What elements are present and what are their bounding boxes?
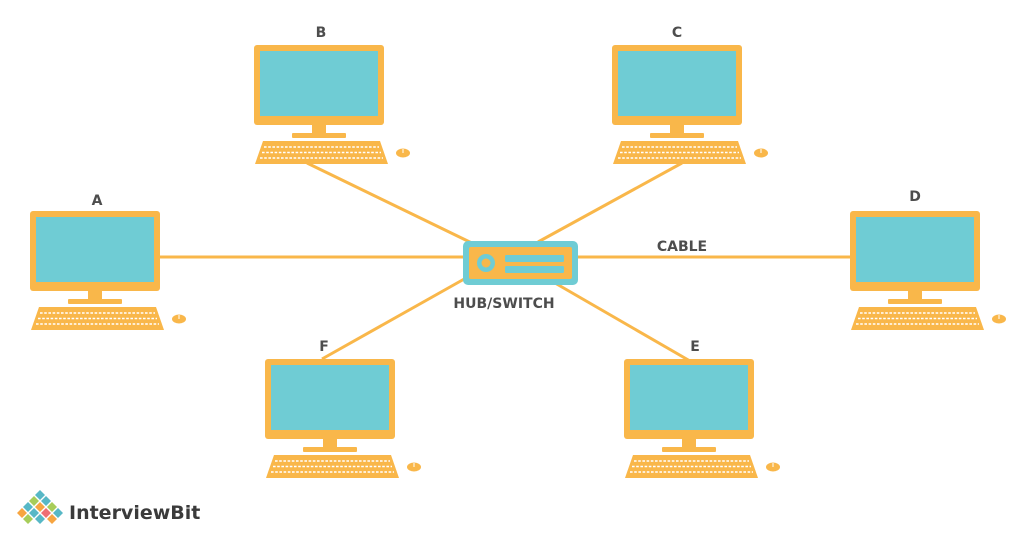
- cable-c: [537, 161, 683, 244]
- computer-d-label: D: [909, 189, 921, 205]
- computer-b: B: [253, 25, 411, 165]
- computer-e-label: E: [690, 339, 700, 355]
- computer-f-label: F: [319, 339, 329, 355]
- brand-name: InterviewBit: [69, 502, 200, 524]
- computer-c: C: [611, 25, 769, 165]
- cable-e: [554, 281, 691, 363]
- cable-f: [321, 276, 467, 361]
- computer-c-label: C: [672, 25, 682, 41]
- computer-a-label: A: [92, 193, 103, 209]
- computer-a: A: [29, 193, 187, 331]
- cables: [160, 161, 852, 363]
- hub-label: HUB/SWITCH: [453, 296, 554, 312]
- interviewbit-logo-icon: [17, 490, 63, 524]
- computer-d: D: [849, 189, 1007, 331]
- cable-b: [306, 161, 479, 248]
- computer-f: F: [264, 339, 422, 479]
- hub-switch: [463, 241, 578, 285]
- cable-label: CABLE: [657, 239, 707, 255]
- computer-e: E: [623, 339, 781, 479]
- computer-b-label: B: [316, 25, 327, 41]
